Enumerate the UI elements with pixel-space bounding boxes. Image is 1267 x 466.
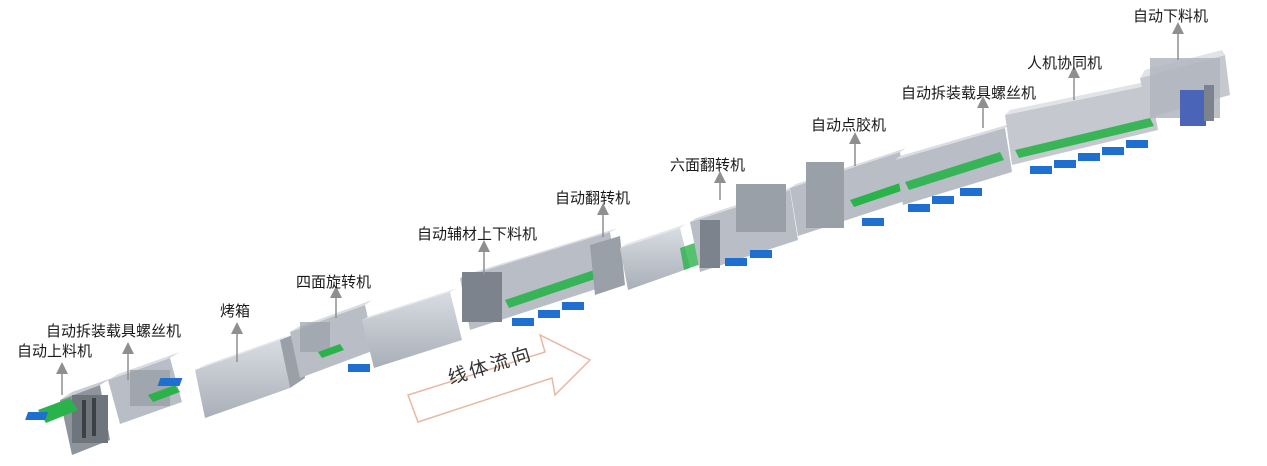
machine-auto-unload xyxy=(1140,50,1230,126)
machine-disassembly-screw-1 xyxy=(25,352,182,424)
machine-four-side-rotator xyxy=(157,300,375,386)
pointer-lines xyxy=(56,22,1184,395)
flow-direction-arrow xyxy=(407,333,592,423)
machine-auto-glue-dispenser xyxy=(790,148,908,236)
machine-aux-material-loader xyxy=(460,228,618,330)
machine-six-side-flipper xyxy=(690,184,798,272)
machine-human-robot-collab xyxy=(1005,80,1158,174)
machine-oven xyxy=(195,332,305,418)
machine-oven-2 xyxy=(362,288,462,368)
label-six-side-flipper: 六面翻转机 xyxy=(670,156,746,174)
machine-disassembly-screw-2 xyxy=(895,124,1012,212)
machine-auto-load xyxy=(38,378,112,455)
label-aux-material-loader: 自动辅材上下料机 xyxy=(417,225,538,243)
label-auto-glue-dispenser: 自动点胶机 xyxy=(811,116,887,134)
label-human-robot-collab: 人机协同机 xyxy=(1027,54,1103,72)
machine-auto-flipper xyxy=(590,224,718,295)
label-auto-load: 自动上料机 xyxy=(17,342,93,360)
label-auto-flipper: 自动翻转机 xyxy=(555,189,631,207)
label-disassembly-screw-1: 自动拆装载具螺丝机 xyxy=(46,322,182,340)
label-disassembly-screw-2: 自动拆装载具螺丝机 xyxy=(901,84,1037,102)
label-auto-unload: 自动下料机 xyxy=(1133,7,1209,25)
production-line xyxy=(25,50,1230,455)
label-four-side-rotator: 四面旋转机 xyxy=(296,273,372,291)
label-oven: 烤箱 xyxy=(220,302,251,320)
